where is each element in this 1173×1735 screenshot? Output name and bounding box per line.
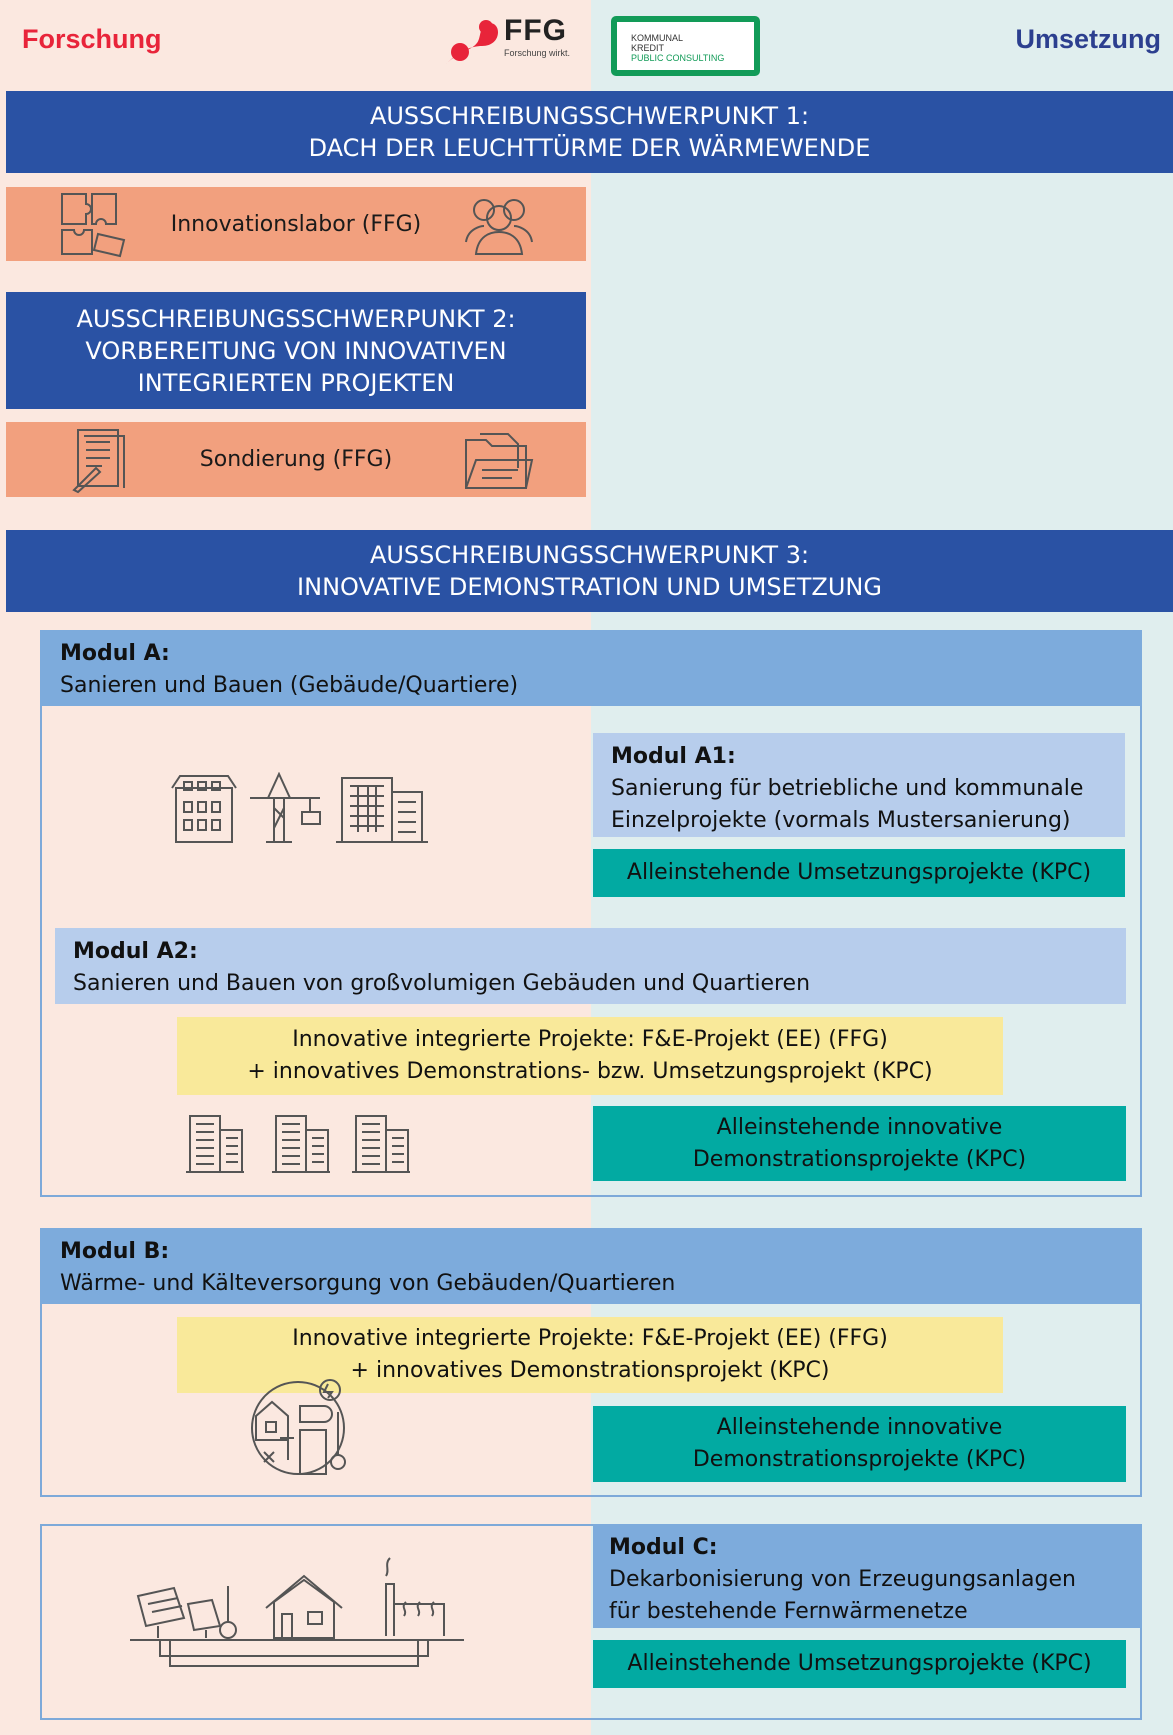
solar-district-heating-icon [130, 1557, 464, 1667]
focus2-line1: AUSSCHREIBUNGSSCHWERPUNKT 2: [76, 304, 516, 333]
document-pen-icon [72, 429, 125, 494]
modul-b-yellow-line2: + innovatives Demonstrationsprojekt (KPC… [350, 1358, 830, 1383]
modul-a2-title: Modul A2: [73, 939, 198, 964]
focus2-line3: INTEGRIERTEN PROJEKTEN [137, 368, 455, 397]
kpc-logo-line2: KREDIT [631, 43, 665, 53]
research-column [0, 0, 591, 1735]
apartment-blocks-icon [186, 1115, 410, 1173]
modul-a2-yellow-line2: + innovatives Demonstrations- bzw. Umset… [247, 1059, 933, 1084]
sondierung-label: Sondierung (FFG) [199, 447, 393, 472]
modul-a1-kpc-label: Alleinstehende Umsetzungsprojekte (KPC) [626, 860, 1092, 885]
modul-a1-kpc-box: Alleinstehende Umsetzungsprojekte (KPC) [593, 849, 1125, 897]
modul-a1-line1: Sanierung für betriebliche und kommunale [611, 776, 1084, 801]
modul-b-title: Modul B: [60, 1239, 170, 1264]
focus2-banner: AUSSCHREIBUNGSSCHWERPUNKT 2: VORBEREITUN… [6, 292, 586, 409]
modul-c-header: Modul C: Dekarbonisierung von Erzeugungs… [593, 1524, 1142, 1628]
puzzle-icon [61, 193, 126, 258]
kpc-logo [611, 16, 760, 76]
modul-a-header: Modul A: Sanieren und Bauen (Gebäude/Qua… [40, 630, 1142, 706]
modul-c-line1: Dekarbonisierung von Erzeugungsanlagen [609, 1567, 1076, 1592]
heat-system-icon [251, 1379, 346, 1475]
modul-a-title: Modul A: [60, 641, 170, 666]
kpc-logo-line1: KOMMUNAL [631, 33, 684, 43]
modul-c-line2: für bestehende Fernwärmenetze [609, 1599, 968, 1624]
focus1-banner: AUSSCHREIBUNGSSCHWERPUNKT 1: DACH DER LE… [6, 91, 1173, 173]
buildings-icon [171, 772, 428, 843]
office-icon [336, 777, 428, 843]
folder-icon [465, 433, 534, 489]
modul-a2-teal-line2: Demonstrationsprojekte (KPC) [692, 1146, 1027, 1172]
modul-a2-kpc-box: Alleinstehende innovative Demonstrations… [593, 1106, 1126, 1181]
ffg-logo-tagline: Forschung wirkt. [504, 48, 571, 58]
modul-b-integrated-box: Innovative integrierte Projekte: F&E-Pro… [177, 1317, 1003, 1393]
ffg-logo-text: FFG [504, 14, 567, 47]
implementation-label: Umsetzung [1015, 24, 1161, 54]
modul-a1-header: Modul A1: Sanierung für betriebliche und… [593, 733, 1125, 837]
modul-b-subtitle: Wärme- und Kälteversorgung von Gebäuden/… [60, 1271, 676, 1296]
modul-a-subtitle: Sanieren und Bauen (Gebäude/Quartiere) [60, 673, 519, 698]
modul-b-teal-line1: Alleinstehende innovative [716, 1415, 1003, 1440]
focus3-banner: AUSSCHREIBUNGSSCHWERPUNKT 3: INNOVATIVE … [6, 530, 1173, 612]
focus2-line2: VORBEREITUNG VON INNOVATIVEN [85, 336, 507, 365]
modul-a2-line1: Sanieren und Bauen von großvolumigen Geb… [73, 971, 811, 996]
crane-icon [250, 772, 321, 843]
research-label: Forschung [22, 24, 162, 54]
modul-a2-teal-line1: Alleinstehende innovative [716, 1114, 1003, 1140]
modul-a1-line2: Einzelprojekte (vormals Mustersanierung) [611, 808, 1071, 833]
modul-b-kpc-box: Alleinstehende innovative Demonstrations… [593, 1406, 1126, 1482]
modul-a2-header: Modul A2: Sanieren und Bauen von großvol… [55, 928, 1126, 1004]
modul-a2-yellow-line1: Innovative integrierte Projekte: F&E-Pro… [292, 1027, 888, 1052]
modul-b-teal-line2: Demonstrationsprojekte (KPC) [692, 1447, 1027, 1472]
ffg-logo-mark [446, 20, 498, 64]
modul-a1-title: Modul A1: [611, 744, 736, 769]
focus1-line2: DACH DER LEUCHTTÜRME DER WÄRMEWENDE [308, 134, 871, 162]
innovationslabor-label: Innovationslabor (FFG) [170, 211, 422, 237]
focus3-line1: AUSSCHREIBUNGSSCHWERPUNKT 3: [369, 541, 810, 569]
team-icon [465, 199, 533, 255]
focus1-line1: AUSSCHREIBUNGSSCHWERPUNKT 1: [369, 102, 810, 130]
modul-c-kpc-box: Alleinstehende Umsetzungsprojekte (KPC) [593, 1640, 1126, 1688]
modul-b-yellow-line1: Innovative integrierte Projekte: F&E-Pro… [292, 1326, 888, 1351]
modul-c-kpc-label: Alleinstehende Umsetzungsprojekte (KPC) [627, 1651, 1092, 1676]
focus3-line2: INNOVATIVE DEMONSTRATION UND UMSETZUNG [297, 573, 882, 601]
modul-c-title: Modul C: [609, 1535, 718, 1560]
kpc-logo-line3: PUBLIC CONSULTING [631, 53, 725, 63]
modul-b-header: Modul B: Wärme- und Kälteversorgung von … [40, 1228, 1142, 1304]
modul-a2-integrated-box: Innovative integrierte Projekte: F&E-Pro… [177, 1017, 1003, 1095]
